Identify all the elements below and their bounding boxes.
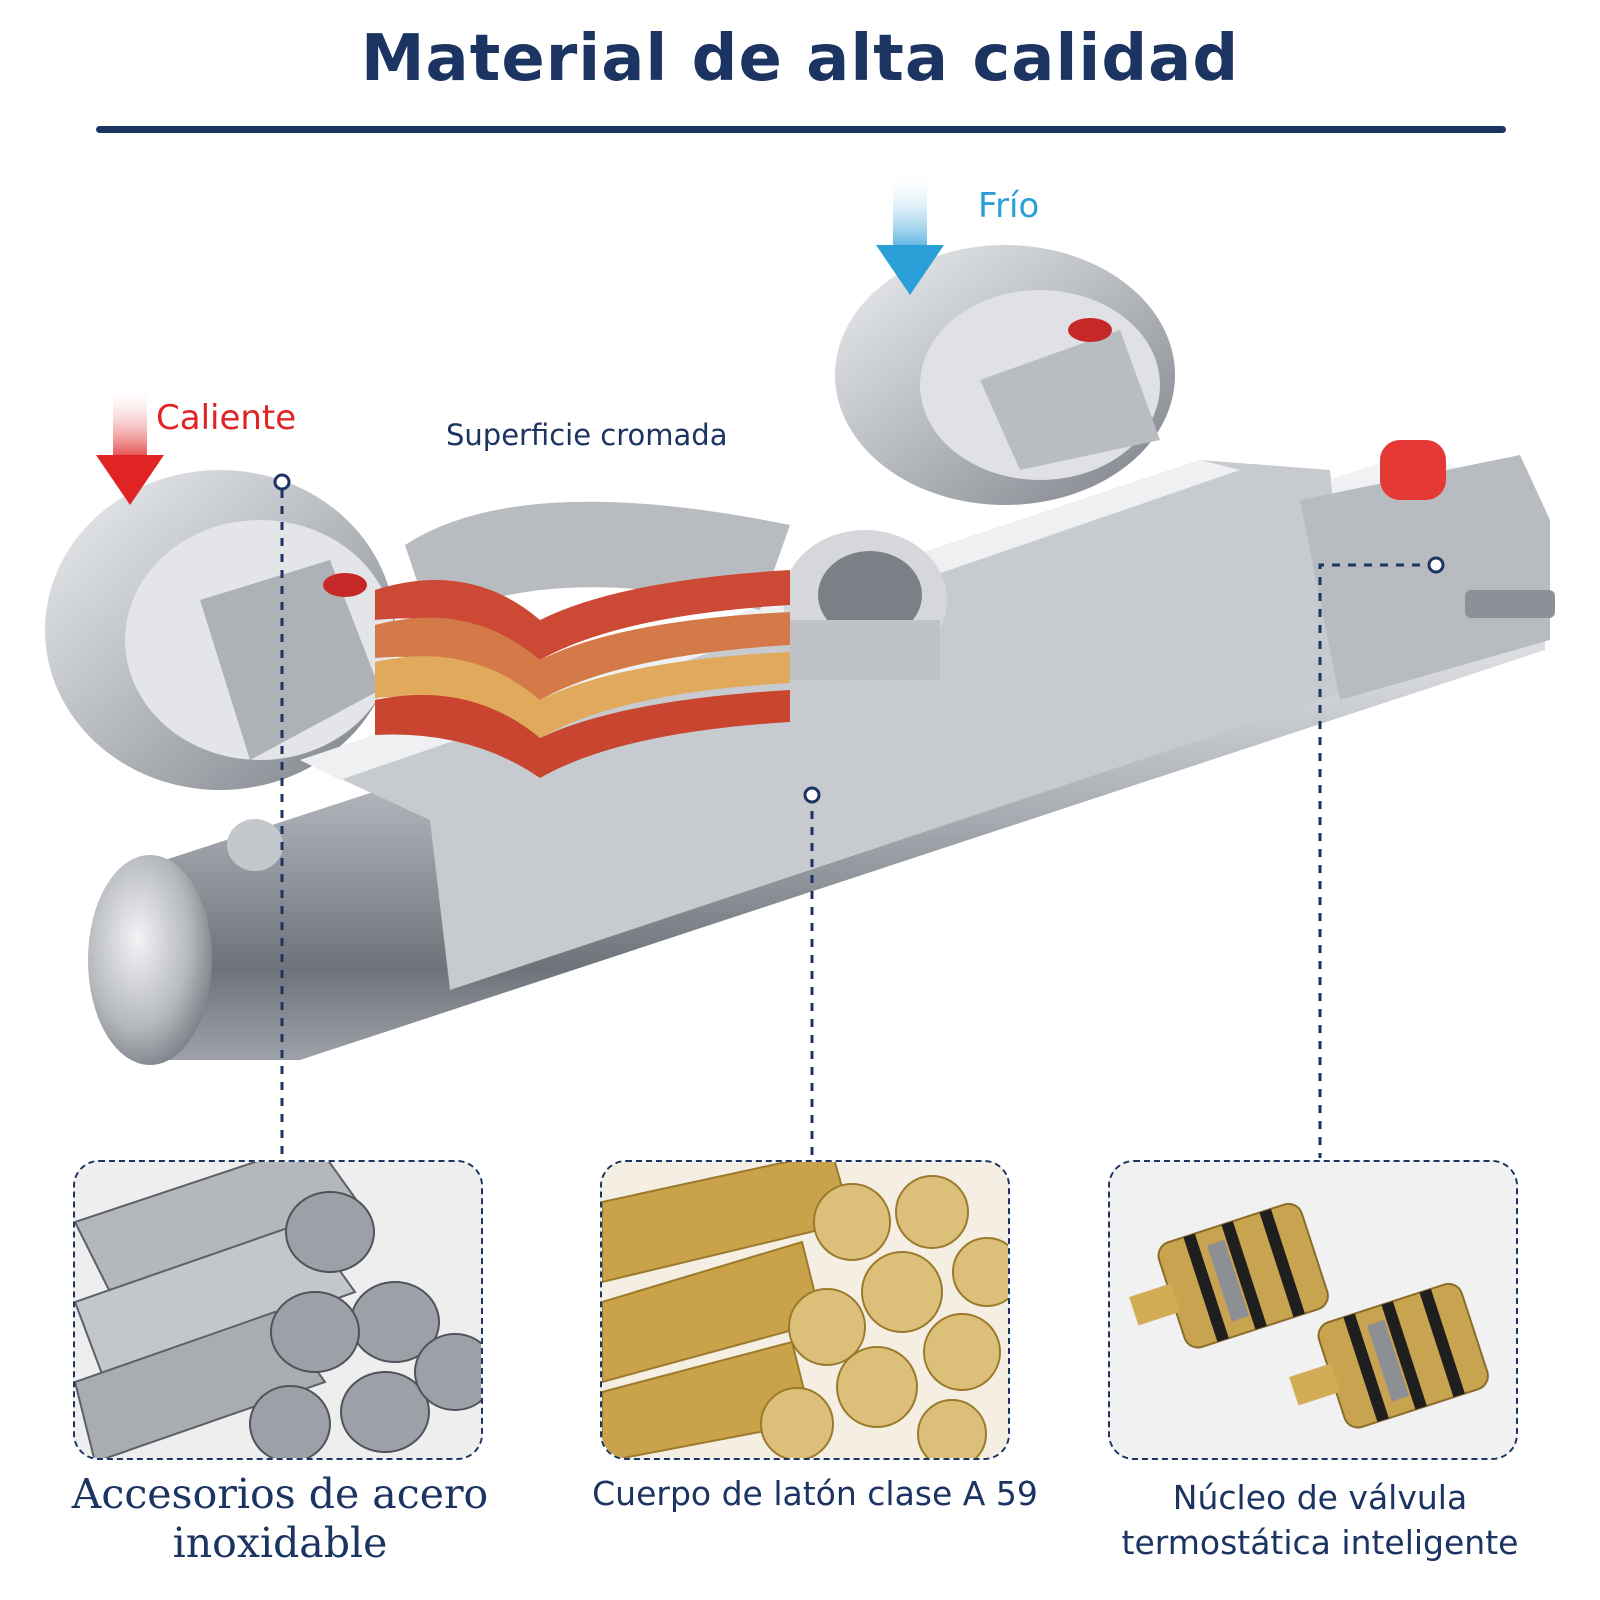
hot-flow-arrow bbox=[96, 385, 164, 505]
valve-caption: Núcleo de válvula termostática inteligen… bbox=[1060, 1476, 1580, 1565]
valve-caption-line1: Núcleo de válvula bbox=[1172, 1478, 1468, 1517]
callout-leaders bbox=[280, 490, 1436, 1158]
title-divider bbox=[96, 126, 1506, 133]
valve-cartridge-image bbox=[1110, 1162, 1516, 1458]
callout-dots bbox=[273, 473, 1445, 804]
brass-caption-line1: Cuerpo de latón clase A 59 bbox=[592, 1474, 1038, 1513]
valve-feature-card bbox=[1108, 1160, 1518, 1460]
hot-inlet-disc bbox=[45, 470, 395, 790]
steel-caption: Accesorios de acero inoxidable bbox=[40, 1470, 520, 1568]
cold-label: Frío bbox=[978, 186, 1040, 226]
steel-feature-card bbox=[73, 1160, 483, 1460]
cold-inlet-disc bbox=[835, 245, 1175, 505]
steel-rods-image bbox=[75, 1162, 481, 1458]
hot-label: Caliente bbox=[156, 398, 297, 438]
page-title: Material de alta calidad bbox=[360, 22, 1240, 96]
cold-flow-arrow bbox=[876, 172, 944, 295]
chrome-surface-label: Superficie cromada bbox=[446, 418, 728, 452]
steel-caption-line1: Accesorios de acero bbox=[71, 1470, 489, 1518]
chrome-layers-cutaway bbox=[375, 501, 790, 778]
outlet-thread bbox=[783, 530, 947, 680]
brass-rods-image bbox=[602, 1162, 1008, 1458]
brass-caption: Cuerpo de latón clase A 59 bbox=[560, 1474, 1070, 1514]
valve-caption-line2: termostática inteligente bbox=[1121, 1522, 1519, 1562]
steel-caption-line2: inoxidable bbox=[172, 1519, 388, 1568]
brass-feature-card bbox=[600, 1160, 1010, 1460]
